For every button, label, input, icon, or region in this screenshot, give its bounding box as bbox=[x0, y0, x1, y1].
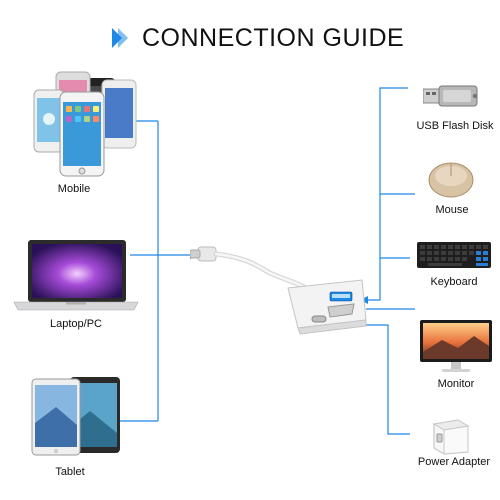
keyboard-icon bbox=[417, 242, 491, 268]
tablet-icon bbox=[31, 377, 120, 456]
mouse-icon bbox=[428, 162, 474, 198]
label-laptop: Laptop/PC bbox=[50, 318, 102, 330]
label-power-adapter: Power Adapter bbox=[417, 456, 491, 468]
label-usb: USB Flash Disk bbox=[416, 120, 494, 132]
play-chevron-icon bbox=[112, 28, 128, 48]
line-monitor-bus bbox=[344, 324, 410, 435]
title-text: CONNECTION GUIDE bbox=[142, 23, 405, 52]
label-mobile: Mobile bbox=[57, 183, 91, 195]
adapter-icon bbox=[190, 246, 367, 335]
monitor-icon bbox=[420, 320, 492, 372]
label-monitor: Monitor bbox=[437, 378, 475, 390]
usb-flash-icon bbox=[423, 85, 478, 107]
power-adapter-icon bbox=[432, 419, 470, 455]
page-title: CONNECTION GUIDE bbox=[110, 22, 404, 54]
phones-icon bbox=[33, 71, 137, 177]
label-keyboard: Keyboard bbox=[430, 276, 478, 288]
laptop-icon bbox=[13, 240, 139, 311]
label-tablet: Tablet bbox=[55, 466, 85, 478]
label-mouse: Mouse bbox=[435, 204, 469, 216]
